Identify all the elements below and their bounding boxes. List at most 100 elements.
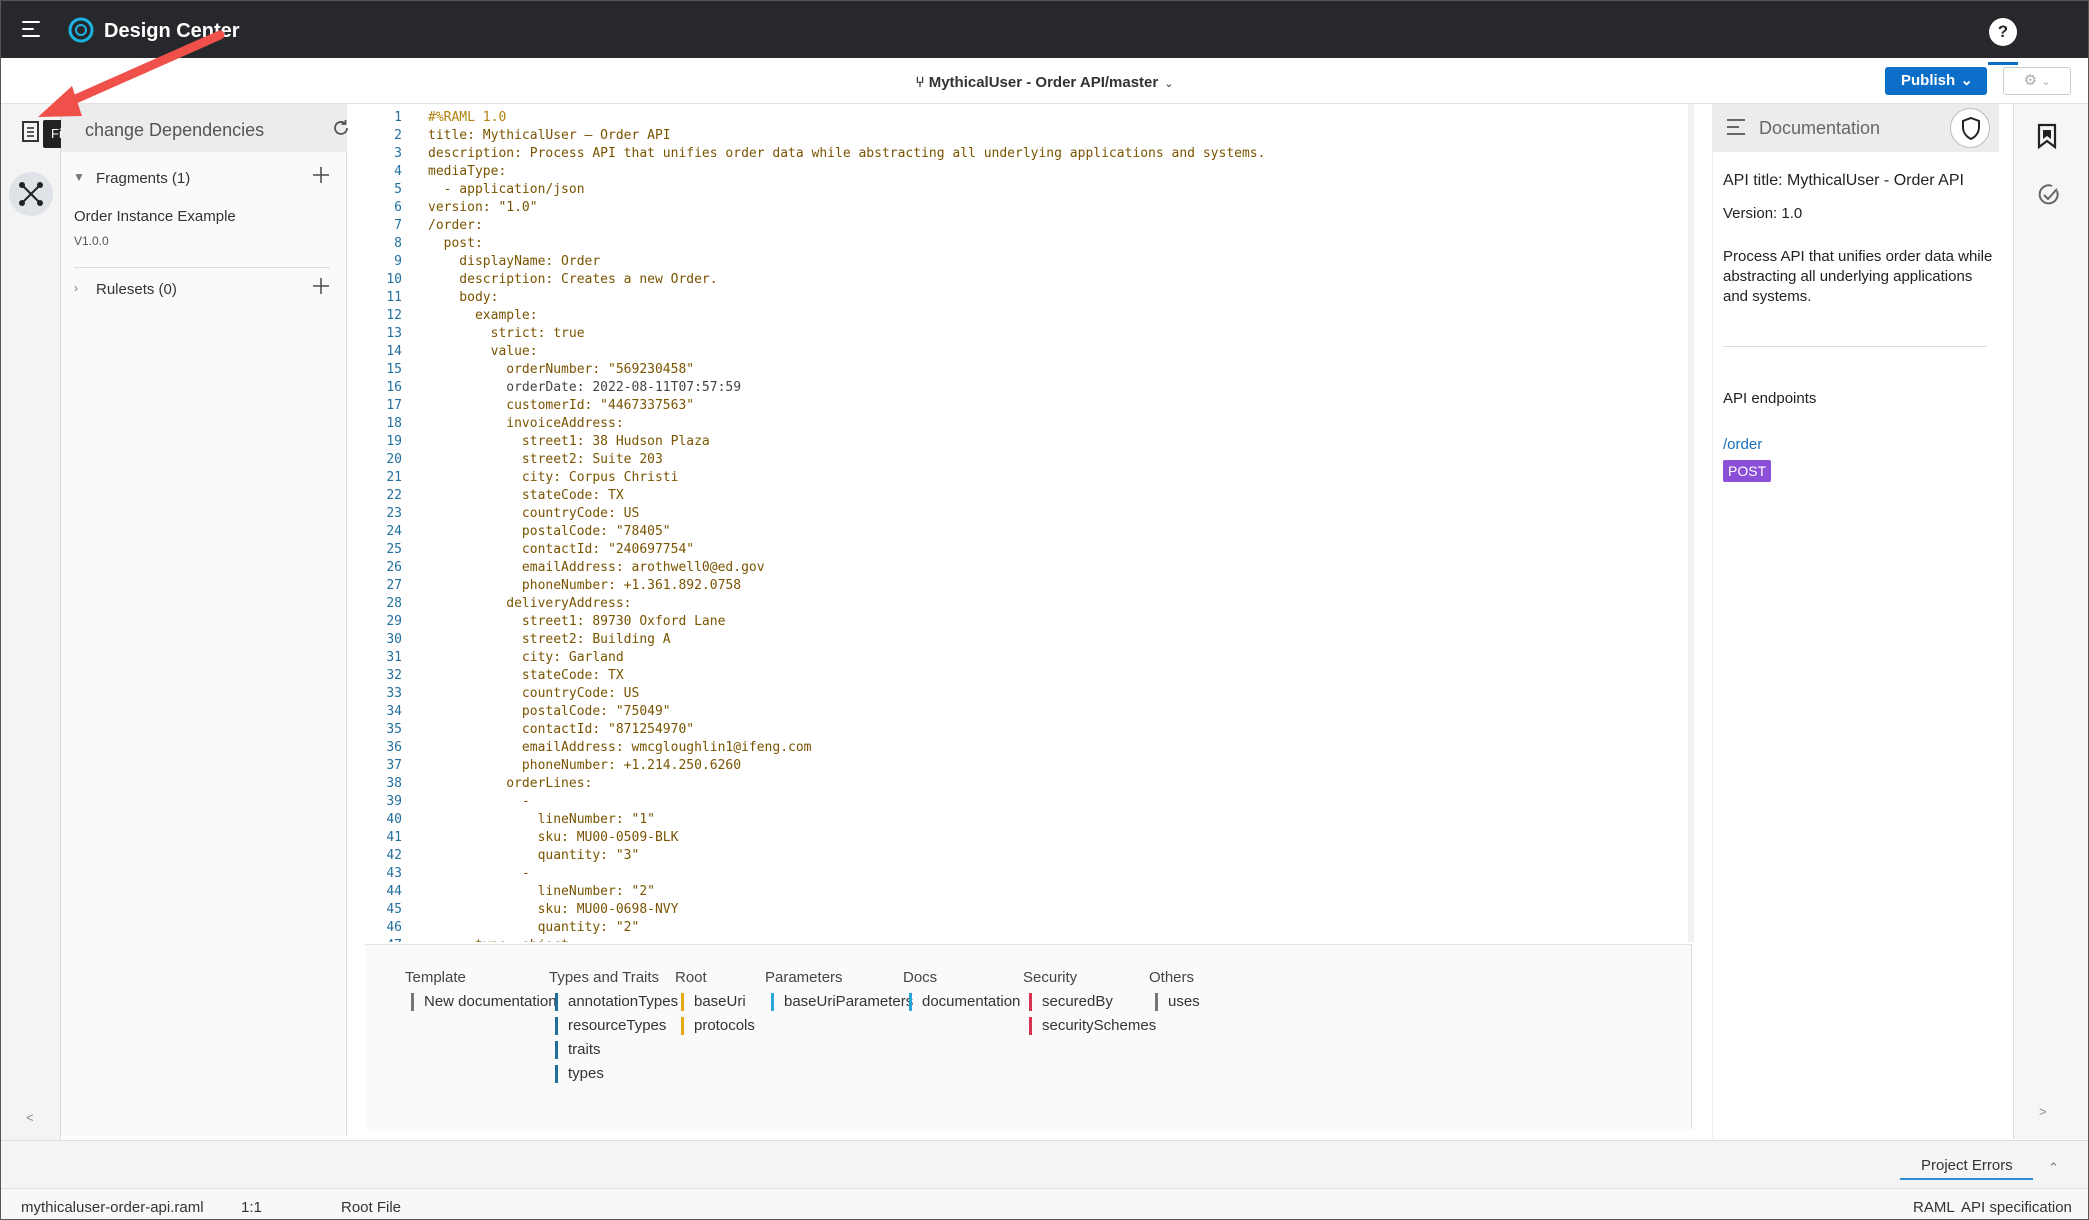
code-text[interactable]: stateCode: TX xyxy=(428,668,624,683)
shelf-item[interactable]: securedBy xyxy=(1029,993,1156,1011)
code-line[interactable]: 7/order: xyxy=(365,217,1685,235)
shelf-item[interactable]: types xyxy=(555,1065,678,1083)
code-text[interactable]: title: MythicalUser – Order API xyxy=(428,128,671,143)
code-text[interactable]: version: "1.0" xyxy=(428,200,538,215)
code-line[interactable]: 47 type: object xyxy=(365,937,1685,942)
code-text[interactable]: street1: 38 Hudson Plaza xyxy=(428,434,710,449)
code-line[interactable]: 29 street1: 89730 Oxford Lane xyxy=(365,613,1685,631)
code-text[interactable]: orderNumber: "569230458" xyxy=(428,362,695,377)
code-line[interactable]: 36 emailAddress: wmcgloughlin1@ifeng.com xyxy=(365,739,1685,757)
code-text[interactable]: postalCode: "75049" xyxy=(428,704,671,719)
code-line[interactable]: 13 strict: true xyxy=(365,325,1685,343)
hamburger-menu-icon[interactable] xyxy=(22,20,42,38)
editor-scrollbar[interactable] xyxy=(1688,104,1694,942)
shelf-item[interactable]: protocols xyxy=(681,1017,755,1035)
expand-right-button[interactable]: > xyxy=(2039,1104,2047,1119)
code-line[interactable]: 43 - xyxy=(365,865,1685,883)
code-line[interactable]: 8 post: xyxy=(365,235,1685,253)
code-line[interactable]: 17 customerId: "4467337563" xyxy=(365,397,1685,415)
list-icon[interactable] xyxy=(1727,118,1747,136)
code-text[interactable]: phoneNumber: +1.361.892.0758 xyxy=(428,578,742,593)
code-text[interactable]: street1: 89730 Oxford Lane xyxy=(428,614,726,629)
add-ruleset-icon[interactable] xyxy=(312,277,330,295)
code-text[interactable]: description: Process API that unifies or… xyxy=(428,146,1266,161)
refresh-icon[interactable] xyxy=(331,118,351,138)
code-text[interactable]: countryCode: US xyxy=(428,686,640,701)
shelf-item[interactable]: securitySchemes xyxy=(1029,1017,1156,1035)
code-text[interactable]: deliveryAddress: xyxy=(428,596,632,611)
code-line[interactable]: 14 value: xyxy=(365,343,1685,361)
code-line[interactable]: 38 orderLines: xyxy=(365,775,1685,793)
files-icon[interactable] xyxy=(20,120,42,144)
code-line[interactable]: 42 quantity: "3" xyxy=(365,847,1685,865)
code-text[interactable]: emailAddress: wmcgloughlin1@ifeng.com xyxy=(428,740,812,755)
code-text[interactable]: orderDate: 2022-08-11T07:57:59 xyxy=(428,380,742,395)
code-text[interactable]: lineNumber: "1" xyxy=(428,812,655,827)
dependencies-graph-icon[interactable] xyxy=(9,172,53,216)
code-line[interactable]: 40 lineNumber: "1" xyxy=(365,811,1685,829)
code-line[interactable]: 44 lineNumber: "2" xyxy=(365,883,1685,901)
code-text[interactable]: city: Corpus Christi xyxy=(428,470,679,485)
code-text[interactable]: - xyxy=(428,794,530,809)
code-text[interactable]: city: Garland xyxy=(428,650,624,665)
help-button[interactable]: ? xyxy=(1989,18,2017,46)
code-text[interactable]: displayName: Order xyxy=(428,254,601,269)
code-line[interactable]: 1#%RAML 1.0 xyxy=(365,109,1685,127)
settings-button[interactable]: ⚙ ⌄ xyxy=(2003,67,2071,95)
chevron-down-icon[interactable]: ▼ xyxy=(73,170,85,184)
project-branch-selector[interactable]: ⑂ MythicalUser - Order API/master⌄ xyxy=(0,74,2089,91)
code-text[interactable]: lineNumber: "2" xyxy=(428,884,655,899)
shelf-item[interactable]: baseUriParameters xyxy=(771,993,913,1011)
code-line[interactable]: 26 emailAddress: arothwell0@ed.gov xyxy=(365,559,1685,577)
shelf-item[interactable]: baseUri xyxy=(681,993,755,1011)
code-text[interactable]: value: xyxy=(428,344,538,359)
code-text[interactable]: example: xyxy=(428,308,538,323)
code-line[interactable]: 35 contactId: "871254970" xyxy=(365,721,1685,739)
code-line[interactable]: 12 example: xyxy=(365,307,1685,325)
code-line[interactable]: 41 sku: MU00-0509-BLK xyxy=(365,829,1685,847)
code-line[interactable]: 39 - xyxy=(365,793,1685,811)
bookmark-icon[interactable] xyxy=(2034,122,2060,150)
code-line[interactable]: 19 street1: 38 Hudson Plaza xyxy=(365,433,1685,451)
code-line[interactable]: 31 city: Garland xyxy=(365,649,1685,667)
code-line[interactable]: 33 countryCode: US xyxy=(365,685,1685,703)
code-text[interactable]: emailAddress: arothwell0@ed.gov xyxy=(428,560,765,575)
code-text[interactable]: contactId: "240697754" xyxy=(428,542,695,557)
code-line[interactable]: 5 - application/json xyxy=(365,181,1685,199)
code-text[interactable]: orderLines: xyxy=(428,776,593,791)
code-text[interactable]: street2: Building A xyxy=(428,632,671,647)
code-text[interactable]: description: Creates a new Order. xyxy=(428,272,718,287)
code-text[interactable]: - application/json xyxy=(428,182,585,197)
tab-project-errors[interactable]: Project Errors xyxy=(1900,1157,2033,1180)
code-line[interactable]: 21 city: Corpus Christi xyxy=(365,469,1685,487)
code-line[interactable]: 10 description: Creates a new Order. xyxy=(365,271,1685,289)
code-line[interactable]: 22 stateCode: TX xyxy=(365,487,1685,505)
code-line[interactable]: 24 postalCode: "78405" xyxy=(365,523,1685,541)
code-line[interactable]: 16 orderDate: 2022-08-11T07:57:59 xyxy=(365,379,1685,397)
publish-button[interactable]: Publish⌄ xyxy=(1885,67,1987,95)
shelf-item[interactable]: uses xyxy=(1155,993,1200,1011)
collapse-left-button[interactable]: < xyxy=(26,1110,34,1125)
code-line[interactable]: 27 phoneNumber: +1.361.892.0758 xyxy=(365,577,1685,595)
shelf-item[interactable]: documentation xyxy=(909,993,1020,1011)
code-line[interactable]: 32 stateCode: TX xyxy=(365,667,1685,685)
shelf-item[interactable]: New documentation xyxy=(411,993,557,1011)
code-line[interactable]: 11 body: xyxy=(365,289,1685,307)
code-line[interactable]: 18 invoiceAddress: xyxy=(365,415,1685,433)
code-text[interactable]: sku: MU00-0698-NVY xyxy=(428,902,679,917)
code-text[interactable]: postalCode: "78405" xyxy=(428,524,671,539)
fragment-item[interactable]: Order Instance Example xyxy=(74,208,236,225)
code-line[interactable]: 9 displayName: Order xyxy=(365,253,1685,271)
code-text[interactable]: type: object xyxy=(428,937,569,942)
code-text[interactable]: #%RAML 1.0 xyxy=(428,110,507,125)
code-text[interactable]: quantity: "3" xyxy=(428,848,640,863)
code-text[interactable]: post: xyxy=(428,236,483,251)
endpoint-link[interactable]: /order xyxy=(1723,436,1763,453)
code-line[interactable]: 28 deliveryAddress: xyxy=(365,595,1685,613)
shelf-item[interactable]: annotationTypes xyxy=(555,993,678,1011)
